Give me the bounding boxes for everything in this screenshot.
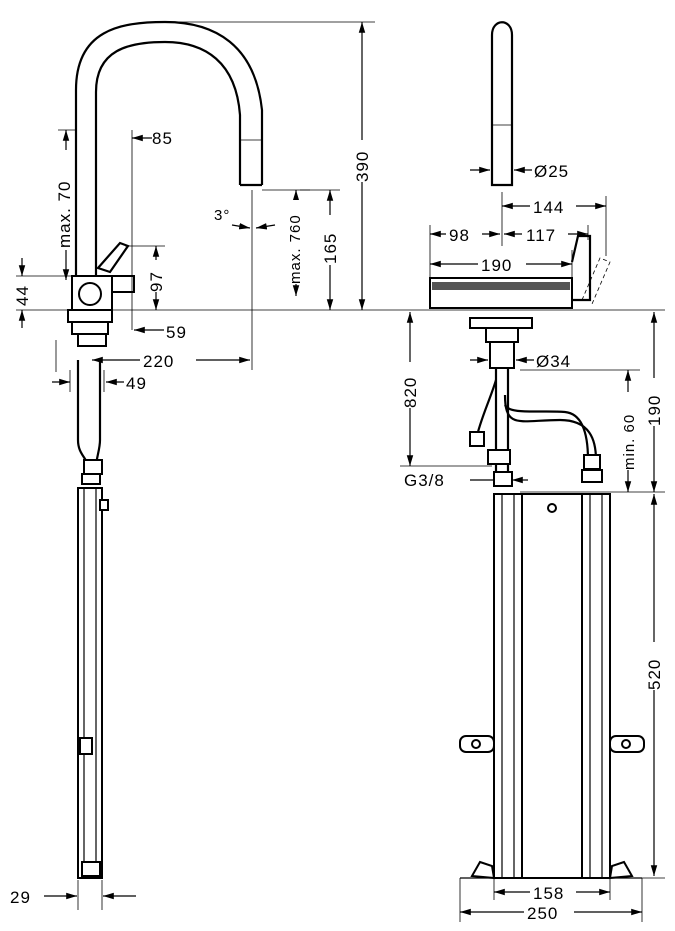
support-rail (77, 487, 103, 879)
dim-520: 520 (645, 659, 664, 690)
dim-117: 117 (526, 226, 556, 245)
dim-820: 820 (401, 377, 420, 408)
dim-min-60: min. 60 (621, 414, 638, 470)
dim-49: 49 (126, 374, 147, 393)
dim-158: 158 (533, 884, 564, 903)
spout-inner (94, 40, 242, 290)
dim-d25: Ø25 (534, 162, 569, 181)
dim-3-degree: 3° (214, 207, 230, 224)
dim-max-760: max. 760 (287, 214, 304, 284)
front-view: Ø25 144 98 117 190 Ø34 820 G3/8 (400, 21, 665, 923)
dim-98: 98 (449, 226, 470, 245)
dim-97: 97 (147, 271, 166, 292)
dim-85: 85 (152, 129, 173, 148)
dim-d34: Ø34 (536, 352, 571, 371)
dim-190-w: 190 (481, 256, 512, 275)
lever (96, 241, 130, 274)
dim-59: 59 (166, 323, 187, 342)
dim-44: 44 (13, 285, 32, 306)
dim-144: 144 (533, 198, 564, 217)
spout-outer (74, 20, 264, 290)
side-view: 390 85 max. 70 3° max. 760 165 97 (10, 20, 400, 910)
dim-190-h: 190 (645, 395, 664, 426)
dim-220: 220 (143, 352, 174, 371)
dim-390: 390 (353, 151, 372, 182)
dim-165: 165 (321, 233, 340, 264)
label-g38: G3/8 (404, 471, 445, 490)
dim-max-70: max. 70 (55, 181, 74, 248)
dim-29: 29 (10, 888, 31, 907)
dim-250: 250 (527, 904, 558, 923)
